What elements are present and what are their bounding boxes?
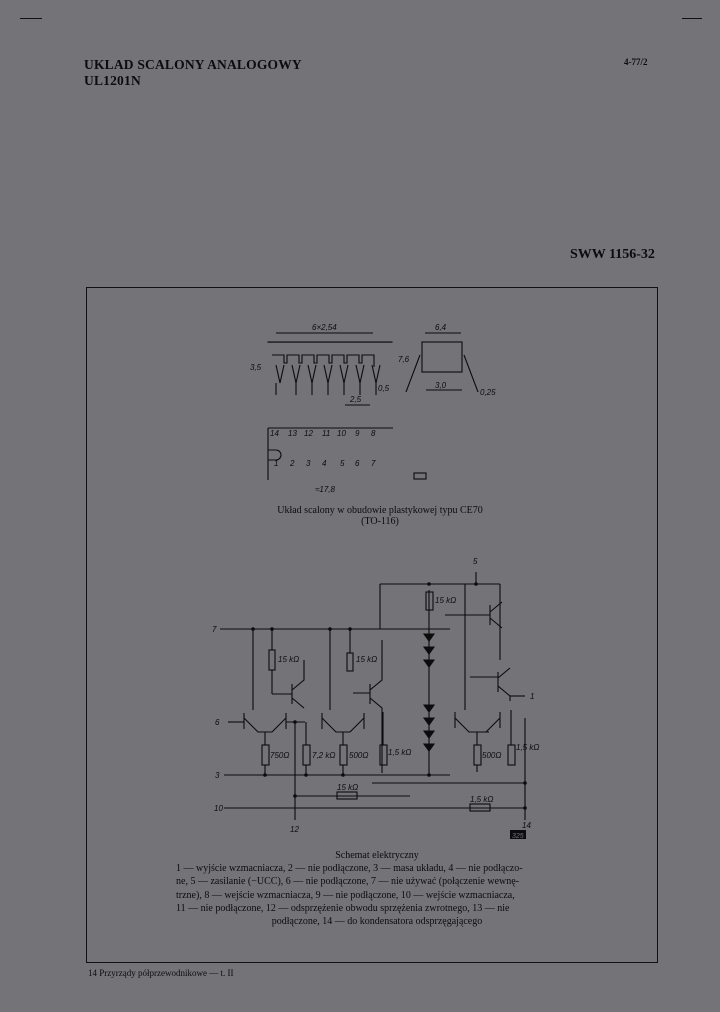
legend-line: trzne), 8 — wejście wzmacniacza, 9 — nie… — [176, 889, 515, 901]
top-left-mark — [20, 18, 42, 19]
pin-label: 1 — [274, 459, 278, 468]
legend-line: 11 — nie podłączone, 12 — odsprzężenie o… — [176, 902, 510, 914]
pin-label: 14 — [270, 429, 279, 438]
resistor-label: 15 kΩ — [337, 783, 358, 792]
pin-label: 8 — [371, 429, 376, 438]
part-number: UL1201N — [84, 73, 141, 88]
dim-d1: 2,5 — [349, 395, 362, 404]
pin-6-label: 6 — [215, 718, 220, 727]
pin-label: 9 — [355, 429, 360, 438]
resistor-label: 15 kΩ — [435, 596, 456, 605]
resistor-label: 500Ω — [349, 751, 368, 760]
pin-label: 12 — [304, 429, 313, 438]
pin-label: 10 — [337, 429, 346, 438]
resistor-label: 15 kΩ — [278, 655, 299, 664]
pin-3-label: 3 — [215, 771, 220, 780]
title-line: UKLAD SCALONY ANALOGOWY — [84, 57, 302, 72]
pin-label: 2 — [289, 459, 295, 468]
pin-12-label: 12 — [290, 825, 299, 834]
pin-label: 4 — [322, 459, 327, 468]
pin-label: 5 — [340, 459, 345, 468]
resistor-label: 1,5 kΩ — [470, 795, 493, 804]
caption-line: (TO-116) — [361, 516, 399, 527]
figure-stamp: 325 — [512, 833, 524, 840]
content-frame — [86, 287, 658, 963]
sheet-ref: 4-77/2 — [624, 57, 648, 67]
top-right-mark — [682, 18, 702, 19]
package-caption: Układ scalony w obudowie plastykowej typ… — [220, 505, 540, 527]
pin-legend: Schemat elektryczny 1 — wyjście wzmacnia… — [176, 849, 578, 928]
pin-14-label: 14 — [522, 821, 531, 830]
pin-label: 13 — [288, 429, 297, 438]
top-pin-numbers: 14 13 12 11 10 9 8 — [270, 429, 376, 438]
pin-10-label: 10 — [214, 804, 223, 813]
legend-heading: Schemat elektryczny — [335, 850, 419, 861]
circuit-schematic: 325 5 7 6 3 10 12 14 1 15 kΩ 15 kΩ 15 kΩ… — [212, 557, 539, 840]
package-drawing: 6×2,54 6,4 7,6 3,5 0,5 2,5 3,0 0,25 14 1… — [250, 323, 496, 494]
pin-5-label: 5 — [473, 557, 478, 566]
footer: 14 Przyrządy półprzewodnikowe — t. II — [88, 968, 234, 978]
pin-label: 6 — [355, 459, 360, 468]
dim-bottom: ≈17,8 — [315, 485, 336, 494]
resistor-label: 1,5 kΩ — [516, 743, 539, 752]
resistor-label: 1,5 kΩ — [388, 748, 411, 757]
document-title: UKLAD SCALONY ANALOGOWY UL1201N — [84, 57, 302, 89]
dim-d2: 3,0 — [435, 381, 447, 390]
dim-d3: 0,25 — [480, 388, 496, 397]
pin-1-label: 1 — [530, 692, 534, 701]
pin-label: 7 — [371, 459, 376, 468]
standard-code: SWW 1156-32 — [570, 247, 655, 262]
resistor-label: 750Ω — [270, 751, 289, 760]
legend-line: podłączone, 14 — do kondensatora odsprzę… — [271, 916, 483, 928]
legend-line: 1 — wyjście wzmacniacza, 2 — nie podłącz… — [176, 863, 523, 875]
dim-lead: 0,5 — [378, 384, 390, 393]
dim-pitch: 6×2,54 — [312, 323, 337, 332]
dim-width: 6,4 — [435, 323, 447, 332]
pin-7-label: 7 — [212, 625, 217, 634]
bottom-pin-numbers: 1 2 3 4 5 6 7 — [274, 459, 376, 468]
caption-line: Układ scalony w obudowie plastykowej typ… — [277, 505, 483, 516]
legend-line: ne, 5 — zasilanie (−UCC), 6 — nie podłąc… — [176, 876, 520, 888]
pin-label: 11 — [322, 429, 330, 438]
resistor-label: 15 kΩ — [356, 655, 377, 664]
resistor-label: 7,2 kΩ — [312, 751, 335, 760]
resistor-label: 500Ω — [482, 751, 501, 760]
pin-label: 3 — [306, 459, 311, 468]
dim-h1: 3,5 — [250, 363, 262, 372]
dim-w2: 7,6 — [398, 355, 410, 364]
